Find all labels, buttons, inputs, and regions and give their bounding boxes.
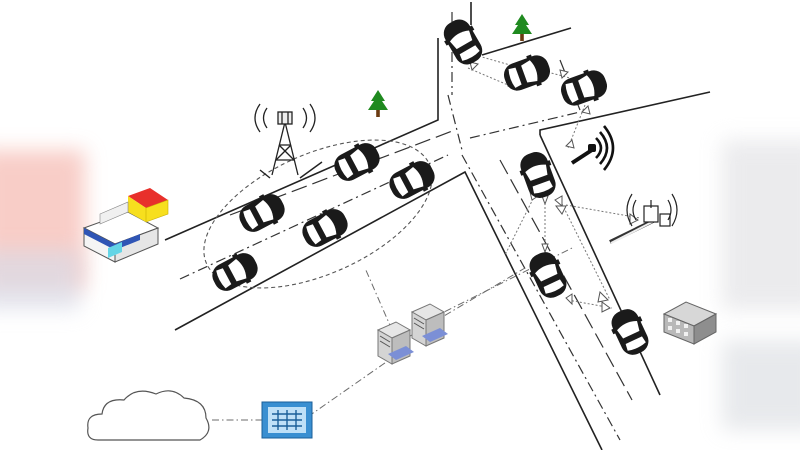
car-icon (437, 14, 489, 70)
network-switch-icon (261, 401, 313, 439)
car-icon (499, 50, 555, 96)
right-edge-blur-2 (722, 340, 800, 430)
roadside-antenna-icon (570, 125, 615, 171)
car-icon (329, 137, 385, 187)
office-building-icon (662, 301, 718, 345)
server-icon (376, 321, 414, 365)
car-icon (384, 155, 440, 205)
server-icon (410, 303, 448, 347)
tree-icon (512, 14, 532, 41)
left-edge-blur-2 (0, 250, 80, 310)
car-icon (515, 147, 561, 203)
car-icon (523, 247, 573, 303)
car-icon (297, 203, 353, 253)
car-icon (605, 304, 655, 360)
cloud-icon (87, 390, 210, 441)
lane-markings-long (229, 59, 633, 401)
street-light-icon (609, 193, 678, 244)
house-icon (82, 188, 169, 263)
cell-tower-icon (254, 103, 323, 179)
road-edges (164, 2, 711, 450)
car-icon (207, 247, 263, 297)
right-edge-blur (722, 140, 800, 310)
tree-icon (368, 90, 388, 117)
